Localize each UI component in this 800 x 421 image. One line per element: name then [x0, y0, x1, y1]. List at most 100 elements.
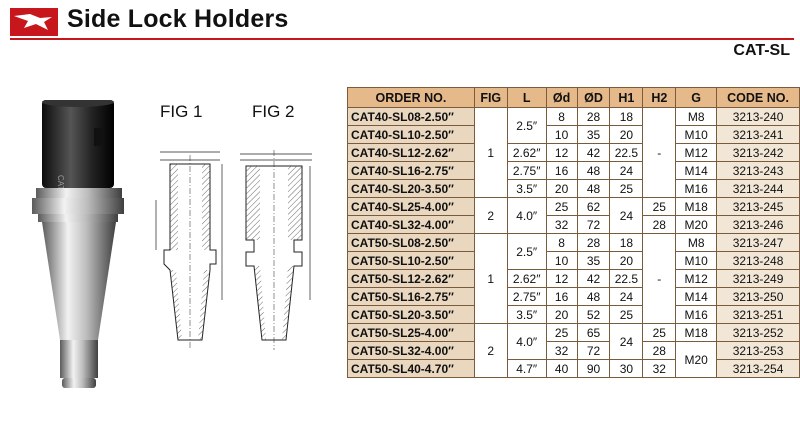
code-no: 3213-243: [716, 161, 800, 180]
g-cell: M18: [675, 197, 718, 216]
h2-cell: 25: [642, 323, 677, 342]
order-no: CAT40-SL10-2.50″: [347, 125, 475, 144]
code-no: 3213-249: [716, 269, 800, 288]
dd-cell: 65: [576, 323, 611, 342]
code-no: 3213-248: [716, 251, 800, 270]
order-no: CAT50-SL25-4.00″: [347, 323, 475, 342]
g-cell: M14: [675, 161, 718, 180]
col-l: L: [506, 87, 547, 108]
dd-cell: 42: [576, 143, 611, 162]
h2-cell: -: [642, 107, 677, 198]
h2-cell: 25: [642, 197, 677, 216]
h1-cell: 24: [609, 161, 644, 180]
table-row: CAT40-SL20-3.50″ 3.5″ 20 48 25 M16 3213-…: [347, 179, 800, 198]
dd-cell: 72: [576, 341, 611, 360]
d-cell: 10: [545, 251, 578, 270]
dd-cell: 28: [576, 233, 611, 252]
h2-cell: 28: [642, 215, 677, 234]
order-no: CAT40-SL08-2.50″: [347, 107, 475, 126]
dd-cell: 42: [576, 269, 611, 288]
dd-cell: 62: [576, 197, 611, 216]
table-row: CAT50-SL32-4.00″ 32 72 28 M20 3213-253: [347, 341, 800, 378]
l-cell: 3.5″: [506, 305, 547, 324]
h1-cell: 24: [609, 197, 644, 234]
code-no: 3213-247: [716, 233, 800, 252]
code-no: 3213-250: [716, 287, 800, 306]
h1-cell: 25: [609, 179, 644, 198]
fig-cell: 2: [473, 197, 508, 234]
fig2-label: FIG 2: [252, 102, 295, 121]
fig-cell: 2: [473, 323, 508, 378]
code-no: 3213-254: [716, 359, 800, 378]
g-cell: M16: [675, 179, 718, 198]
d-cell: 20: [545, 179, 578, 198]
table-row: CAT50-SL20-3.50″ 3.5″ 20 52 25 M16 3213-…: [347, 305, 800, 324]
order-no: CAT40-SL32-4.00″: [347, 215, 475, 234]
col-fig: FIG: [473, 87, 508, 108]
h1-cell: 20: [609, 125, 644, 144]
l-cell: 2.62″: [506, 269, 547, 288]
g-cell: M8: [675, 107, 718, 126]
col-h1: H1: [609, 87, 644, 108]
holder-photo: CAT40: [32, 97, 132, 400]
d-cell: 8: [545, 107, 578, 126]
table-row: CAT40-SL25-4.00″ 2 4.0″ 25 62 24 25 M18 …: [347, 197, 800, 234]
order-no: CAT50-SL40-4.70″: [347, 359, 475, 378]
l-cell: 2.75″: [506, 161, 547, 180]
h2-cell: 32: [642, 359, 677, 378]
h1-cell: 24: [609, 323, 644, 360]
h1-cell: 25: [609, 305, 644, 324]
h1-cell: 18: [609, 233, 644, 252]
g-cell: M10: [675, 251, 718, 270]
h2-cell: -: [642, 233, 677, 324]
order-no: CAT50-SL20-3.50″: [347, 305, 475, 324]
g-cell: M16: [675, 305, 718, 324]
code-no: 3213-252: [716, 323, 800, 342]
dd-cell: 48: [576, 161, 611, 180]
dd-cell: 90: [576, 359, 611, 378]
code-no: 3213-241: [716, 125, 800, 144]
l-cell: 4.0″: [506, 197, 547, 234]
d-cell: 40: [545, 359, 578, 378]
g-cell: M20: [675, 215, 718, 234]
g-cell: M18: [675, 323, 718, 342]
code-no: 3213-251: [716, 305, 800, 324]
fig1-drawing: [150, 140, 230, 365]
col-g: G: [675, 87, 718, 108]
d-cell: 32: [545, 215, 578, 234]
d-cell: 12: [545, 269, 578, 288]
h1-cell: 22.5: [609, 143, 644, 162]
h2-cell: 28: [642, 341, 677, 360]
dd-cell: 72: [576, 215, 611, 234]
header-rule: [10, 38, 794, 40]
table-row: CAT50-SL40-4.70″ 4.7″ 40 90 30 32 3213-2…: [347, 359, 800, 378]
d-cell: 16: [545, 161, 578, 180]
order-no: CAT50-SL12-2.62″: [347, 269, 475, 288]
code-no: 3213-240: [716, 107, 800, 126]
order-no: CAT40-SL12-2.62″: [347, 143, 475, 162]
col-order-no: ORDER NO.: [347, 87, 475, 108]
d-cell: 32: [545, 341, 578, 360]
d-cell: 8: [545, 233, 578, 252]
d-cell: 20: [545, 305, 578, 324]
h1-cell: 24: [609, 287, 644, 306]
table-row: CAT50-SL10-2.50″ 10 35 20 M10 3213-248: [347, 251, 800, 270]
l-cell: 4.7″: [506, 359, 547, 378]
code-no: 3213-246: [716, 215, 800, 234]
dd-cell: 35: [576, 251, 611, 270]
col-code-no: CODE NO.: [716, 87, 800, 108]
order-no: CAT50-SL16-2.75″: [347, 287, 475, 306]
dd-cell: 48: [576, 179, 611, 198]
g-cell: M20: [675, 341, 718, 378]
table-row: CAT40-SL12-2.62″ 2.62″ 12 42 22.5 M12 32…: [347, 143, 800, 162]
page-header: Side Lock Holders: [10, 5, 790, 40]
l-cell: 2.75″: [506, 287, 547, 306]
col-d: Ød: [545, 87, 578, 108]
l-cell: 2.5″: [506, 107, 547, 144]
table-row: CAT40-SL10-2.50″ 10 35 20 M10 3213-241: [347, 125, 800, 144]
code-no: 3213-245: [716, 197, 800, 216]
fig-cell: 1: [473, 107, 508, 198]
series-label: CAT-SL: [733, 42, 790, 59]
photo-marking: CAT40: [56, 175, 65, 200]
table-row: CAT50-SL16-2.75″ 2.75″ 16 48 24 M14 3213…: [347, 287, 800, 306]
